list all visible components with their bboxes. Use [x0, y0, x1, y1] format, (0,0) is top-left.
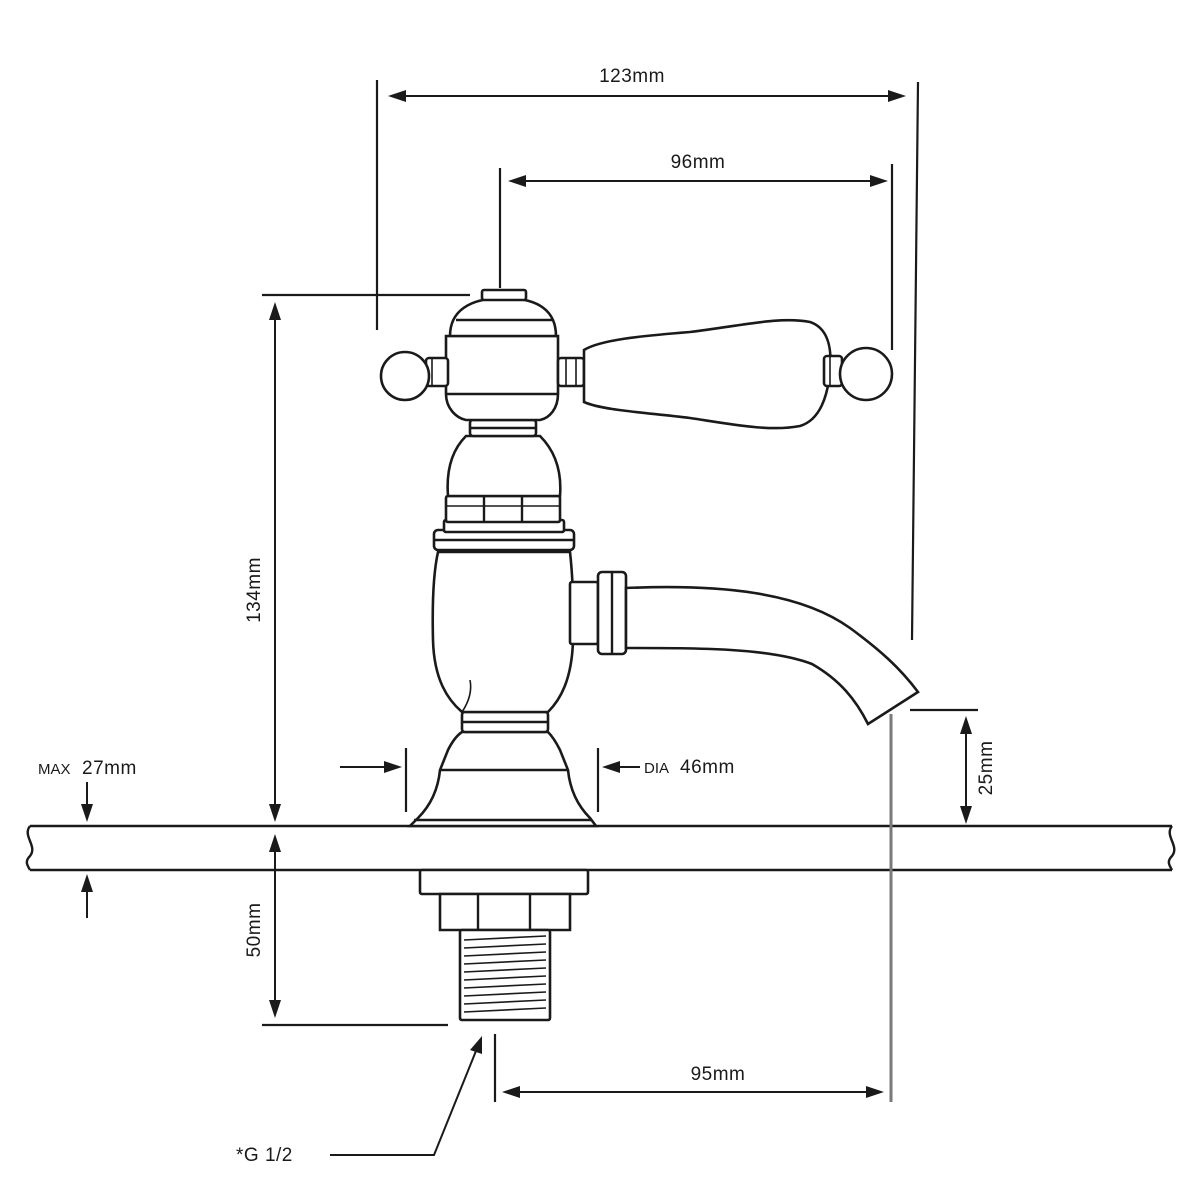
base-diameter-prefix: DIA	[644, 760, 669, 777]
dimension-height: 134mm	[244, 293, 470, 822]
spout	[568, 570, 920, 726]
shank	[418, 868, 590, 1022]
thread-label: *G 1/2	[236, 1145, 293, 1166]
thread-callout: *G 1/2	[236, 1036, 482, 1166]
max-deck-label: 27mm	[82, 758, 137, 779]
dimension-overall-width: 123mm	[375, 66, 920, 641]
handle-reach-label: 96mm	[671, 152, 726, 173]
dimension-spout-projection: 95mm	[493, 714, 893, 1102]
worktop-deck	[25, 824, 1176, 872]
tap-body	[379, 288, 599, 828]
lever-handle	[582, 318, 894, 430]
max-deck-prefix: MAX	[38, 761, 71, 778]
dimension-max-deck: MAX 27mm	[38, 758, 137, 918]
shank-thread	[463, 935, 547, 1013]
base-diameter-label: 46mm	[680, 757, 735, 778]
dimension-handle-reach: 96mm	[498, 152, 894, 350]
dimension-shank-length: 50mm	[244, 834, 448, 1027]
spout-projection-label: 95mm	[691, 1064, 746, 1085]
dimension-spout-clearance: 25mm	[910, 708, 997, 824]
spout-clearance-label: 25mm	[976, 741, 997, 796]
overall-width-label: 123mm	[599, 66, 665, 87]
dimension-base-diameter: DIA 46mm	[340, 748, 735, 812]
shank-length-label: 50mm	[244, 903, 265, 958]
height-label: 134mm	[244, 557, 265, 623]
